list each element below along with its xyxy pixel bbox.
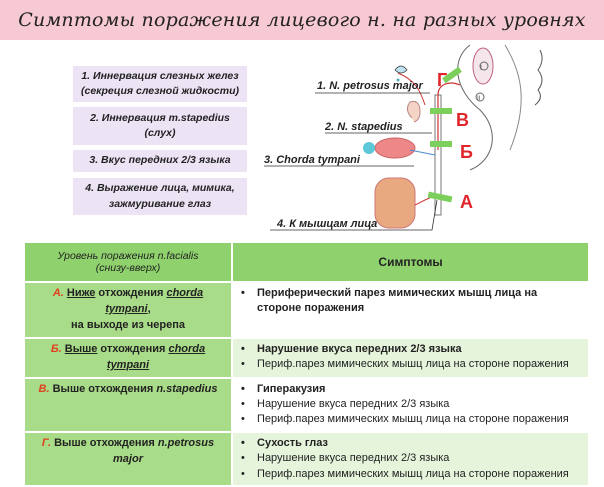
function-line: 3. Вкус передних 2/3 языка [89, 154, 231, 167]
symptoms-table: Уровень поражения n.facialis(снизу-вверх… [25, 241, 588, 487]
header-level: Уровень поражения n.facialis(снизу-вверх… [25, 243, 233, 281]
nucleus-2-icon [475, 92, 485, 102]
level-label-g: Г [437, 70, 447, 90]
cerebellum-outline [534, 49, 543, 106]
symptom-item: Периф.парез мимических мышц лица на стор… [241, 357, 580, 373]
petrosus-branch [397, 72, 426, 106]
symptom-item: Гиперакузия [241, 382, 580, 398]
cupcake-icon [363, 142, 375, 154]
function-box-facial-muscles: 4. Выражение лица, мимика, зажмуривание г… [73, 178, 247, 215]
ear-icon [406, 101, 421, 123]
symptoms-cell: Сухость глазНарушение вкуса передних 2/3… [233, 432, 588, 486]
level-cell: В. Выше отхождения n.stapedius [25, 378, 233, 431]
level-label-a: А [460, 192, 473, 212]
lesion-block-v [430, 108, 452, 114]
function-box-stapedius: 2. Иннервация m.stapedius (слух) [73, 107, 247, 145]
facial-nerve-diagram: 1. N. petrosus major 2. N. stapedius 3. … [264, 44, 543, 231]
branch-label-chorda: 3. Chorda tympani [264, 154, 361, 166]
leader-line [270, 199, 438, 231]
symptom-item: Нарушение вкуса передних 2/3 языка [241, 342, 580, 358]
tear-drop-icon [396, 78, 400, 82]
function-box-taste: 3. Вкус передних 2/3 языка [73, 150, 247, 172]
level-label-v: В [456, 110, 469, 130]
table-row: В. Выше отхождения n.stapedius Гиперакуз… [25, 378, 588, 431]
header-symptoms: Симптомы [233, 243, 588, 281]
function-line: 1. Иннервация слезных желез [81, 69, 239, 82]
level-label-b: Б [460, 142, 473, 162]
eye-tear-icon [394, 65, 408, 74]
lesion-block-a [427, 191, 453, 203]
page-title: Симптомы поражения лицевого н. на разных… [18, 9, 586, 31]
symptom-item: Нарушение вкуса передних 2/3 языка [241, 397, 580, 413]
symptom-item: Периферический парез мимических мышц лиц… [241, 286, 580, 317]
chorda-tympani-branch [409, 149, 436, 156]
table-row: А. Ниже отхождения chorda tympani,на вых… [25, 283, 588, 337]
nerve-path [437, 82, 461, 150]
branch-label-petrosus: 1. N. petrosus major [317, 80, 423, 92]
nucleus-1-icon [479, 61, 489, 71]
level-cell: Б. Выше отхождения chorda tympani [25, 338, 233, 377]
head-outline [457, 44, 493, 171]
symptoms-cell: ГиперакузияНарушение вкуса передних 2/3 … [233, 378, 588, 431]
branch-label-stapedius: 2. N. stapedius [324, 121, 403, 133]
level-cell: Г. Выше отхождения n.petrosus major [25, 432, 233, 486]
table-row: Б. Выше отхождения chorda tympani Наруше… [25, 338, 588, 377]
level-cell: А. Ниже отхождения chorda tympani,на вых… [25, 283, 233, 337]
function-line: 4. Выражение лица, мимика, [85, 182, 235, 195]
function-box-lacrimal: 1. Иннервация слезных желез (секреция сле… [73, 66, 247, 102]
title-bar: Симптомы поражения лицевого н. на разных… [0, 0, 604, 40]
table-header-row: Уровень поражения n.facialis(снизу-вверх… [25, 243, 588, 281]
nucleus-outline [472, 47, 494, 85]
function-line: зажмуривание глаз [108, 197, 212, 210]
symptom-item: Сухость глаз [241, 436, 580, 452]
lesion-block-b [430, 141, 452, 147]
brainstem-outline [504, 44, 522, 151]
function-line: 2. Иннервация m.stapedius [90, 111, 230, 124]
function-line: (слух) [144, 127, 176, 139]
lesion-block-g [442, 66, 462, 84]
face-muscles-icon [374, 177, 416, 229]
symptom-item: Периф.парез мимических мышц лица на стор… [241, 467, 580, 483]
symptom-item: Нарушение вкуса передних 2/3 языка [241, 451, 580, 467]
symptoms-cell: Нарушение вкуса передних 2/3 языкаПериф.… [233, 338, 588, 377]
symptoms-cell: Периферический парез мимических мышц лиц… [233, 283, 588, 337]
table-row: Г. Выше отхождения n.petrosus major Сухо… [25, 432, 588, 486]
branch-label-muscles: 4. К мышцам лица [276, 218, 377, 230]
function-line: (секреция слезной жидкости) [80, 85, 240, 97]
nucleus-2-label: II [477, 95, 481, 102]
tongue-icon [374, 137, 416, 159]
nucleus-1-label: I [480, 64, 482, 72]
symptom-item: Периф.парез мимических мышц лица на стор… [241, 412, 580, 428]
